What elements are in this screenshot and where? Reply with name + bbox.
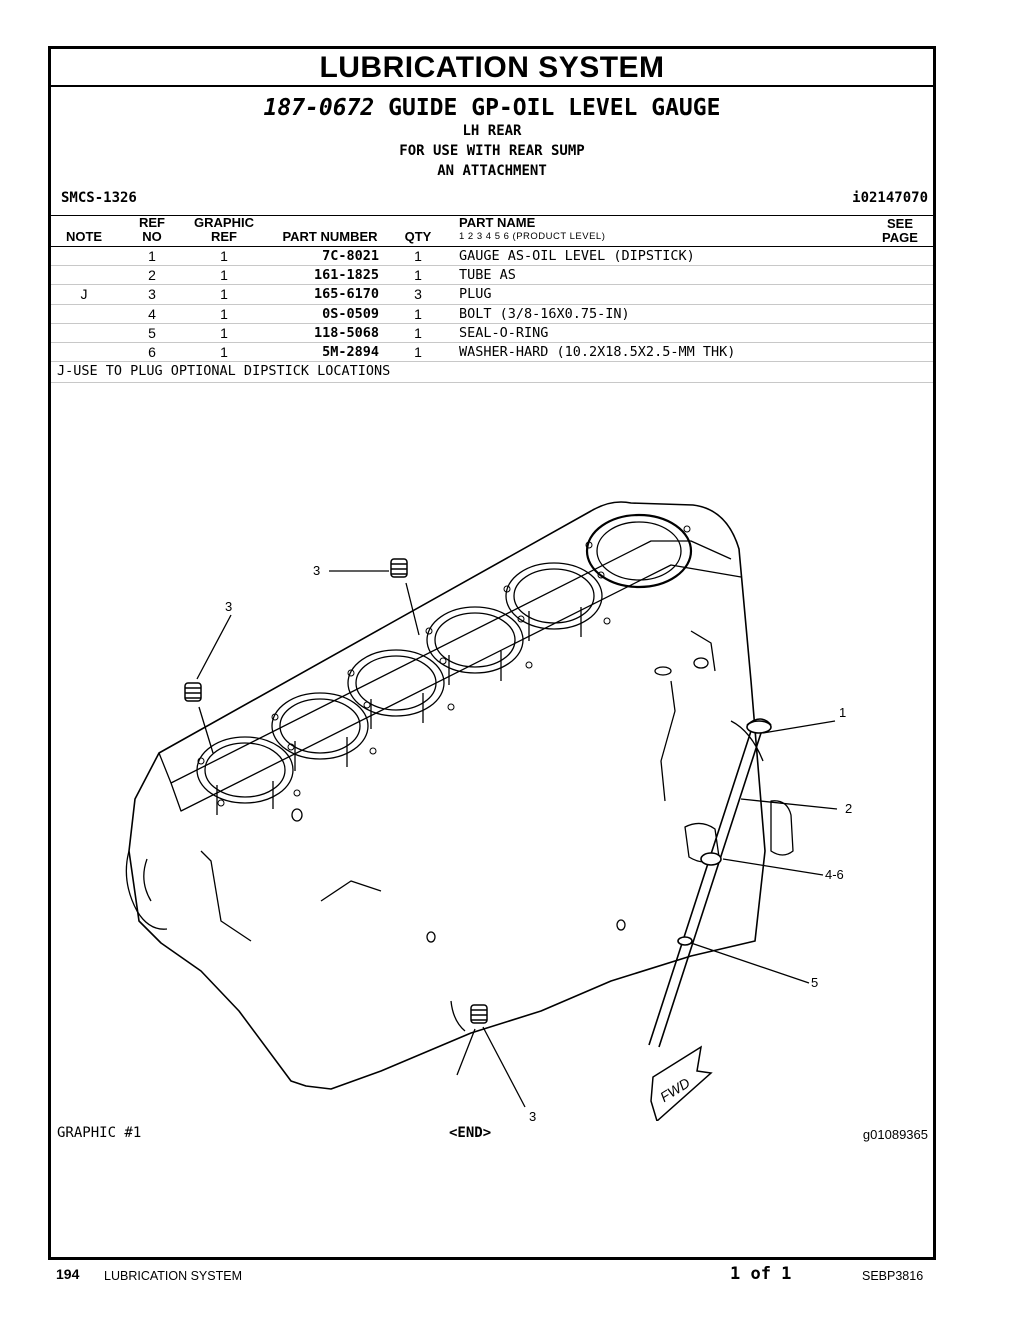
- page-number: 194: [56, 1266, 80, 1282]
- footer-section: LUBRICATION SYSTEM: [104, 1269, 242, 1283]
- col-see-page: SEE PAGE: [875, 217, 925, 245]
- table-row: 5 1 118-5068 1 SEAL-O-RING: [51, 324, 933, 343]
- row-part-name: TUBE AS: [459, 267, 516, 284]
- row-qty: 1: [414, 305, 422, 322]
- callout-labels: 3 3 1 2 4-6 5 3: [225, 563, 852, 1121]
- sub-line-3: AN ATTACHMENT: [437, 163, 547, 179]
- col-graphic-ref: GRAPHIC REF: [191, 216, 257, 244]
- col-part-name-label: PART NAME: [459, 215, 536, 230]
- row-part-name: BOLT (3/8-16X0.75-IN): [459, 305, 630, 322]
- group-part-number: 187-0672: [263, 95, 375, 121]
- title-bar: LUBRICATION SYSTEM: [51, 49, 933, 87]
- dipstick-tube: [648, 730, 752, 1046]
- plug-bottom-icon: [470, 1004, 488, 1024]
- seal-o-ring-icon: [677, 936, 693, 946]
- callout-1: 1: [839, 705, 846, 720]
- row-part-number[interactable]: 5M-2894: [322, 343, 379, 360]
- page-of: 1 of 1: [730, 1264, 792, 1284]
- callout-leaders: [196, 570, 838, 1108]
- table-row: 1 1 7C-8021 1 GAUGE AS-OIL LEVEL (DIPSTI…: [51, 247, 933, 267]
- row-part-name: PLUG: [459, 286, 492, 303]
- row-ref: 1: [148, 248, 156, 264]
- sub-line-2: FOR USE WITH REAR SUMP: [399, 143, 585, 159]
- col-ref-bottom: NO: [142, 229, 162, 244]
- row-part-number[interactable]: 0S-0509: [322, 305, 379, 322]
- part-header: 187-0672 GUIDE GP-OIL LEVEL GAUGE LH REA…: [51, 87, 933, 216]
- row-part-number[interactable]: 161-1825: [313, 267, 379, 284]
- table-row: 4 1 0S-0509 1 BOLT (3/8-16X0.75-IN): [51, 305, 933, 324]
- callout-4-6: 4-6: [825, 867, 844, 882]
- callout-2: 2: [845, 801, 852, 816]
- page-frame: LUBRICATION SYSTEM 187-0672 GUIDE GP-OIL…: [48, 46, 936, 1260]
- plug-top-icon: [390, 558, 408, 578]
- row-graphic-ref: 1: [220, 343, 228, 360]
- row-qty: 1: [414, 324, 422, 341]
- row-part-name: SEAL-O-RING: [459, 324, 549, 341]
- row-graphic-ref: 1: [220, 305, 228, 322]
- callout-3-left: 3: [225, 599, 232, 614]
- callout-3-bottom: 3: [529, 1109, 536, 1121]
- product-level-scale: 1 2 3 4 5 6 (PRODUCT LEVEL): [459, 231, 606, 242]
- page-title: LUBRICATION SYSTEM: [319, 51, 665, 84]
- row-ref: 2: [148, 267, 156, 284]
- dipstick-assembly: [648, 718, 772, 1048]
- plug-left-icon: [184, 682, 202, 702]
- row-note: J: [80, 286, 88, 303]
- note-j: J-USE TO PLUG OPTIONAL DIPSTICK LOCATION…: [51, 362, 933, 384]
- part-heading: 187-0672 GUIDE GP-OIL LEVEL GAUGE: [51, 87, 933, 121]
- col-see-bottom: PAGE: [882, 230, 918, 245]
- end-marker: <END>: [449, 1125, 492, 1141]
- row-part-name: GAUGE AS-OIL LEVEL (DIPSTICK): [459, 248, 695, 264]
- row-ref: 4: [148, 305, 156, 322]
- group-part-name: GUIDE GP-OIL LEVEL GAUGE: [388, 95, 721, 121]
- row-part-number[interactable]: 118-5068: [313, 324, 379, 341]
- graphic-id: g01089365: [862, 1127, 928, 1142]
- row-graphic-ref: 1: [220, 267, 228, 284]
- sub-line-1: LH REAR: [462, 123, 522, 139]
- tube-clip-bolt-icon: [700, 852, 722, 866]
- engine-block-illustration: FWD 3 3 1 2 4-6 5 3: [125, 501, 852, 1121]
- row-ref: 3: [148, 286, 156, 303]
- row-qty: 3: [414, 286, 422, 303]
- table-header: NOTE REF NO GRAPHIC REF PART NUMBER QTY …: [51, 216, 933, 247]
- row-graphic-ref: 1: [220, 286, 228, 303]
- document-ident: i02147070: [852, 190, 928, 206]
- col-ref-top: REF: [139, 215, 165, 230]
- col-part-number: PART NUMBER: [282, 229, 378, 244]
- plug-parts: [184, 558, 488, 1024]
- table-row: 2 1 161-1825 1 TUBE AS: [51, 266, 933, 286]
- fwd-arrow-icon: FWD: [650, 1045, 713, 1121]
- table-row: J 3 1 165-6170 3 PLUG: [51, 285, 933, 305]
- col-note: NOTE: [65, 229, 103, 244]
- col-graphic-bottom: REF: [211, 229, 237, 244]
- row-graphic-ref: 1: [220, 248, 228, 264]
- engine-block-drawing: [125, 501, 794, 1090]
- row-part-number[interactable]: 7C-8021: [322, 248, 379, 264]
- smcs-code: SMCS-1326: [61, 190, 137, 206]
- col-part-name: PART NAME 1 2 3 4 5 6 (PRODUCT LEVEL): [459, 216, 605, 244]
- col-ref: REF NO: [131, 216, 173, 244]
- callout-3-top: 3: [313, 563, 320, 578]
- dipstick-handle-icon: [746, 720, 772, 734]
- row-part-number[interactable]: 165-6170: [313, 286, 379, 303]
- col-qty: QTY: [404, 229, 432, 244]
- col-graphic-top: GRAPHIC: [194, 215, 254, 230]
- col-see-top: SEE: [886, 216, 913, 231]
- graphic-label: GRAPHIC #1: [57, 1125, 142, 1141]
- row-qty: 1: [414, 248, 422, 264]
- row-qty: 1: [414, 267, 422, 284]
- row-ref: 6: [148, 343, 156, 360]
- callout-5: 5: [811, 975, 818, 990]
- row-part-name: WASHER-HARD (10.2X18.5X2.5-MM THK): [459, 343, 736, 360]
- row-qty: 1: [414, 343, 422, 360]
- row-graphic-ref: 1: [220, 324, 228, 341]
- table-row: 6 1 5M-2894 1 WASHER-HARD (10.2X18.5X2.5…: [51, 343, 933, 363]
- document-number: SEBP3816: [862, 1269, 924, 1283]
- row-ref: 5: [148, 324, 156, 341]
